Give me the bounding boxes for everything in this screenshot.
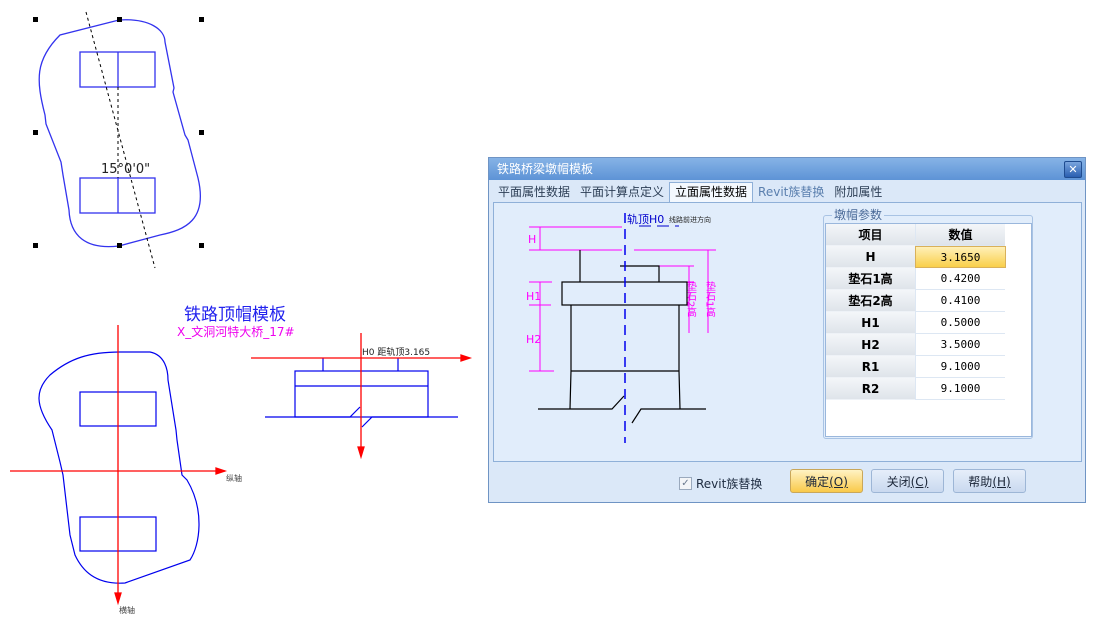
transverse-axis-label: 横轴 (119, 605, 135, 615)
row-value-input[interactable]: 0.4200 (915, 268, 1005, 290)
dim-h1-label: H1 (526, 290, 541, 303)
dim-pad2-label: 垫石2高 (685, 280, 697, 318)
row-item: H1 (826, 312, 915, 334)
elevation-diagram: H H1 H2 垫石2高 垫石1高 轨顶H0 线路前进方向 (526, 212, 716, 443)
row-value-input[interactable]: 3.1650 (915, 246, 1006, 268)
tab-bar: 平面属性数据 平面计算点定义 立面属性数据 Revit族替换 附加属性 (493, 182, 887, 202)
row-item: R1 (826, 356, 915, 378)
table-header: 项目 数值 (826, 224, 1031, 246)
dim-h2-label: H2 (526, 333, 541, 346)
group-title: 墩帽参数 (832, 208, 885, 222)
close-shortcut: (C) (910, 475, 929, 489)
axes (10, 325, 228, 606)
row-value-input[interactable]: 0.4100 (915, 290, 1005, 312)
help-shortcut: (H) (992, 475, 1011, 489)
header-item: 项目 (826, 224, 915, 246)
header-value: 数值 (915, 224, 1005, 246)
selected-pier-outline[interactable] (38, 19, 201, 248)
tab-panel: H H1 H2 垫石2高 垫石1高 轨顶H0 线路前进方向 墩帽参数 项目 数值 (493, 202, 1082, 462)
ok-button[interactable]: 确定(O) (790, 469, 863, 493)
close-icon[interactable]: ✕ (1064, 161, 1082, 178)
h0-label: H0 距轨顶3.165 (362, 346, 430, 358)
row-value-input[interactable]: 9.1000 (915, 356, 1005, 378)
close-label: 关闭 (886, 475, 911, 489)
ok-label: 确定 (805, 475, 830, 489)
dim-pad1-label: 垫石1高 (704, 280, 716, 318)
revit-family-checkbox-label: Revit族替换 (696, 477, 763, 491)
grip-handles[interactable] (33, 17, 204, 248)
revit-family-checkbox[interactable]: ✓ Revit族替换 (679, 475, 762, 492)
direction-label: 线路前进方向 (669, 215, 711, 224)
tab-plan-points[interactable]: 平面计算点定义 (580, 185, 665, 199)
row-value-input[interactable]: 9.1000 (915, 378, 1005, 400)
dim-h-label: H (528, 233, 536, 246)
checkmark-icon[interactable]: ✓ (679, 477, 692, 490)
tab-elevation-properties[interactable]: 立面属性数据 (669, 182, 754, 202)
rotation-guide (85, 11, 156, 269)
row-item: H (826, 246, 915, 268)
ok-shortcut: (O) (829, 475, 848, 489)
longitudinal-axis-label: 纵轴 (226, 473, 242, 483)
tab-extra-properties[interactable]: 附加属性 (834, 185, 883, 199)
pier-cap-template-dialog: 铁路桥梁墩帽模板 ✕ 平面属性数据 平面计算点定义 立面属性数据 Revit族替… (488, 157, 1086, 503)
help-button[interactable]: 帮助(H) (953, 469, 1026, 493)
row-value-input[interactable]: 3.5000 (915, 334, 1005, 356)
tab-plan-properties[interactable]: 平面属性数据 (498, 185, 571, 199)
elevation-axes (251, 333, 473, 460)
template-subtitle: X_文洞河特大桥_17# (177, 324, 295, 339)
row-item: H2 (826, 334, 915, 356)
tab-revit-family[interactable]: Revit族替换 (758, 185, 825, 199)
angle-label: 15°0'0" (101, 162, 150, 177)
dialog-title: 铁路桥梁墩帽模板 (497, 162, 594, 176)
close-button[interactable]: 关闭(C) (871, 469, 944, 493)
pier-section (538, 250, 706, 424)
template-title: 铁路顶帽模板 (184, 305, 286, 325)
row-item: R2 (826, 378, 915, 400)
row-value-input[interactable]: 0.5000 (915, 312, 1005, 334)
dialog-titlebar[interactable]: 铁路桥梁墩帽模板 ✕ (489, 158, 1085, 180)
rail-top-label: 轨顶H0 (627, 212, 664, 226)
pier-plan-outline[interactable] (38, 351, 200, 584)
help-label: 帮助 (968, 475, 993, 489)
row-item: 垫石2高 (826, 290, 915, 312)
row-item: 垫石1高 (826, 268, 915, 290)
